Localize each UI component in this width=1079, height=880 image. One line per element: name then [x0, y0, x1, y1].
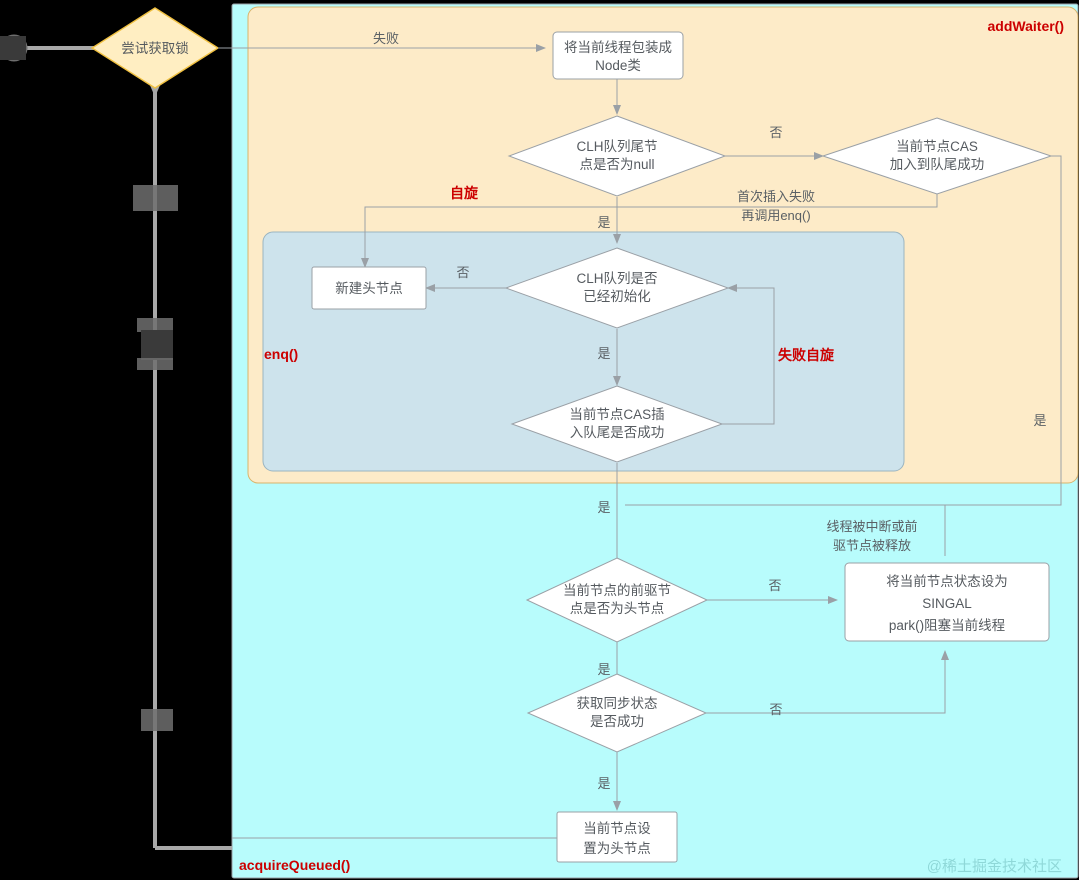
node-wrap-node-line1: 将当前线程包装成: [564, 39, 672, 55]
node-tail-null[interactable]: [507, 115, 727, 197]
group-label-add-waiter: addWaiter(): [988, 18, 1064, 34]
node-set-signal-line2: SINGAL: [922, 596, 972, 611]
edge-retry-enq: [361, 191, 938, 268]
edge-label-yes-4: 是: [1033, 413, 1046, 428]
node-clh-init[interactable]: [504, 247, 730, 329]
edge-label-yes-2: 是: [597, 346, 610, 361]
edge-label-interrupt-1: 线程被中断或前: [826, 519, 917, 534]
node-set-head-line2: 置为头节点: [583, 841, 651, 856]
node-set-signal-line3: park()阻塞当前线程: [889, 617, 1005, 633]
edge-label-fail-spin: 失败自旋: [778, 347, 835, 363]
node-wrap-node[interactable]: [552, 31, 684, 80]
node-pred-is-head-line1: 当前节点的前驱节: [563, 582, 671, 598]
node-wrap-node-line2: Node类: [595, 58, 641, 73]
node-clh-init-line1: CLH队列是否: [576, 271, 657, 286]
feedback-label-block-2c: [137, 358, 173, 370]
edge-label-retry-2: 再调用enq(): [741, 208, 810, 223]
edge-label-yes-3: 是: [597, 500, 610, 515]
feedback-label-block-3: [141, 709, 173, 731]
node-pred-is-head[interactable]: [525, 557, 709, 643]
node-acquire-state-line1: 获取同步状态: [577, 696, 658, 711]
node-pred-is-head-line2: 点是否为头节点: [570, 601, 665, 616]
feedback-label-block-2a: [137, 318, 173, 332]
node-set-signal[interactable]: [844, 562, 1050, 642]
node-tail-null-line2: 点是否为null: [579, 157, 654, 172]
node-cas-tail[interactable]: [821, 117, 1053, 195]
start-node-shadow: [0, 36, 26, 60]
node-set-head-line1: 当前节点设: [583, 820, 651, 836]
watermark-label: @稀土掘金技术社区: [927, 858, 1062, 875]
node-start-diamond[interactable]: [90, 7, 220, 89]
node-set-signal-line1: 将当前节点状态设为: [886, 573, 1008, 589]
node-acquire-state[interactable]: [526, 673, 708, 753]
edge-label-no-1: 否: [769, 125, 782, 140]
edge-label-no-2: 否: [456, 265, 469, 280]
node-set-head[interactable]: [556, 811, 678, 863]
edge-castail-yes: [625, 155, 1062, 506]
edge-label-no-4: 否: [769, 702, 782, 717]
group-label-enq: enq(): [264, 346, 298, 362]
node-new-head[interactable]: [311, 266, 427, 310]
node-cas-tail-line1: 当前节点CAS: [896, 138, 978, 154]
node-cas-insert-line1: 当前节点CAS插: [569, 406, 664, 422]
edge-label-yes-1: 是: [597, 215, 610, 230]
group-label-acquire-queued: acquireQueued(): [239, 857, 350, 873]
node-cas-insert[interactable]: [510, 385, 724, 463]
edge-label-yes-5: 是: [597, 662, 610, 677]
node-acquire-state-line2: 是否成功: [590, 714, 644, 729]
node-clh-init-line2: 已经初始化: [583, 288, 651, 304]
node-cas-tail-line2: 加入到队尾成功: [890, 157, 985, 172]
edge-label-fail: 失败: [373, 31, 399, 46]
edge-acquire-no: [706, 650, 949, 714]
feedback-label-block-1: [133, 185, 178, 211]
edge-label-no-3: 否: [768, 578, 781, 593]
node-start-diamond-label: 尝试获取锁: [121, 41, 189, 56]
node-new-head-label: 新建头节点: [335, 281, 403, 296]
edge-label-interrupt-2: 驱节点被释放: [833, 538, 911, 553]
edge-label-retry-1: 首次插入失败: [737, 189, 815, 204]
node-cas-insert-line2: 入队尾是否成功: [570, 425, 665, 440]
edge-label-yes-6: 是: [597, 776, 610, 791]
edge-cas-fail-spin: [722, 284, 775, 425]
feedback-label-block-2b: [141, 330, 173, 360]
edge-label-spin: 自旋: [450, 185, 479, 201]
node-tail-null-line1: CLH队列尾节: [576, 139, 657, 154]
